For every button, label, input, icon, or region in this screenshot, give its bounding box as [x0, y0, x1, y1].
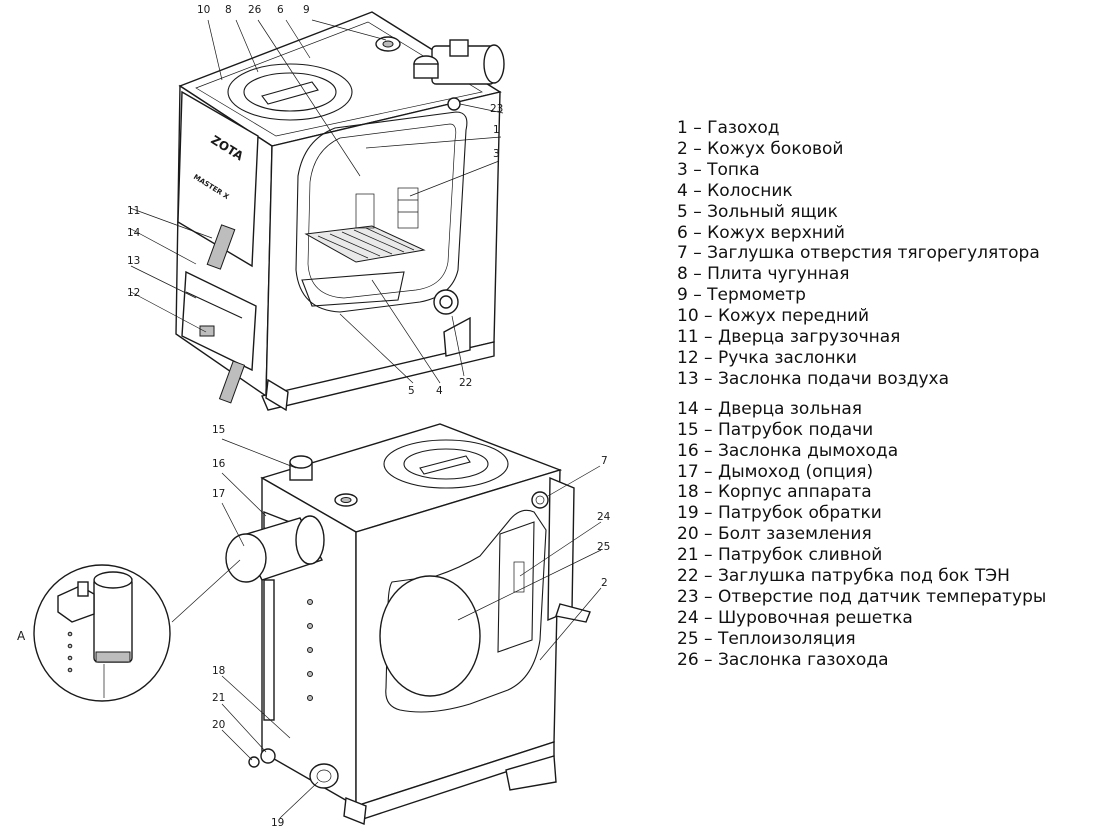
callout-8: 8 — [225, 4, 232, 16]
callout-11: 11 — [127, 205, 140, 217]
callout-24: 24 — [597, 511, 611, 523]
legend-item-10: 10 – Кожух передний — [677, 306, 870, 327]
callout-16: 16 — [212, 458, 226, 470]
callout-13: 13 — [127, 255, 140, 267]
callout-21: 21 — [212, 692, 225, 704]
callout-4: 4 — [436, 385, 443, 397]
legend-item-11: 11 – Дверца загрузочная — [677, 327, 901, 348]
callout-26: 26 — [248, 4, 262, 16]
callout-15: 15 — [212, 424, 225, 436]
legend-item-19: 19 – Патрубок обратки — [677, 503, 882, 524]
callout-20: 20 — [212, 719, 225, 731]
parts-legend: 1 – Газоход 2 – Кожух боковой 3 – Топка … — [677, 118, 1046, 671]
boiler-front-view: ZOTA MASTER X — [175, 11, 505, 412]
legend-item-7: 7 – Заглушка отверстия тягорегулятора — [677, 243, 1040, 264]
legend-item-26: 26 – Заслонка газохода — [677, 649, 889, 670]
callout-22: 22 — [459, 377, 472, 389]
callout-1: 1 — [493, 124, 500, 136]
legend-item-2: 2 – Кожух боковой — [677, 138, 844, 159]
legend-item-14: 14 – Дверца зольная — [677, 398, 862, 419]
legend-item-22: 22 – Заглушка патрубка под бок ТЭН — [677, 566, 1010, 587]
legend-item-23: 23 – Отверстие под датчик температуры — [677, 586, 1047, 607]
callout-14: 14 — [127, 227, 141, 239]
legend-item-1: 1 – Газоход — [677, 118, 780, 138]
legend-item-6: 6 – Кожух верхний — [677, 222, 845, 243]
legend-item-17: 17 – Дымоход (опция) — [677, 461, 874, 482]
callout-25: 25 — [597, 541, 610, 553]
legend-item-16: 16 – Заслонка дымохода — [677, 440, 899, 461]
legend-item-18: 18 – Корпус аппарата — [677, 482, 872, 503]
legend-item-12: 12 – Ручка заслонки — [677, 347, 857, 368]
callout-12: 12 — [127, 287, 140, 299]
legend-item-15: 15 – Патрубок подачи — [677, 419, 874, 440]
legend-item-20: 20 – Болт заземления — [677, 524, 872, 545]
legend-item-5: 5 – Зольный ящик — [677, 201, 838, 222]
callout-2: 2 — [601, 577, 608, 589]
legend-item-24: 24 – Шуровочная решетка — [677, 607, 913, 628]
callout-23: 23 — [490, 103, 503, 115]
detail-a-label: А — [17, 629, 26, 643]
detail-view-a: А — [17, 564, 171, 702]
callout-17: 17 — [212, 488, 225, 500]
legend-item-21: 21 – Патрубок сливной — [677, 545, 883, 566]
callout-9: 9 — [303, 4, 310, 16]
rear-view-leaders — [171, 438, 602, 819]
callout-7: 7 — [601, 455, 608, 467]
legend-item-13: 13 – Заслонка подачи воздуха — [677, 368, 950, 389]
callout-19: 19 — [271, 817, 284, 829]
front-view-callouts: 10 8 26 6 9 23 1 3 11 14 13 12 5 4 22 — [127, 4, 503, 397]
callout-6: 6 — [277, 4, 284, 16]
boiler-rear-view — [225, 423, 591, 825]
rear-view-callouts: 15 16 17 7 24 25 2 18 21 20 19 — [212, 424, 611, 829]
callout-18: 18 — [212, 665, 225, 677]
legend-item-3: 3 – Топка — [677, 159, 760, 180]
front-view-leaders — [129, 19, 504, 384]
callout-10: 10 — [197, 4, 210, 16]
legend-item-8: 8 – Плита чугунная — [677, 264, 850, 285]
legend-item-25: 25 – Теплоизоляция — [677, 628, 856, 649]
legend-item-4: 4 – Колосник — [677, 180, 793, 201]
callout-3: 3 — [493, 148, 500, 160]
callout-5: 5 — [408, 385, 415, 397]
legend-item-9: 9 – Термометр — [677, 285, 806, 306]
